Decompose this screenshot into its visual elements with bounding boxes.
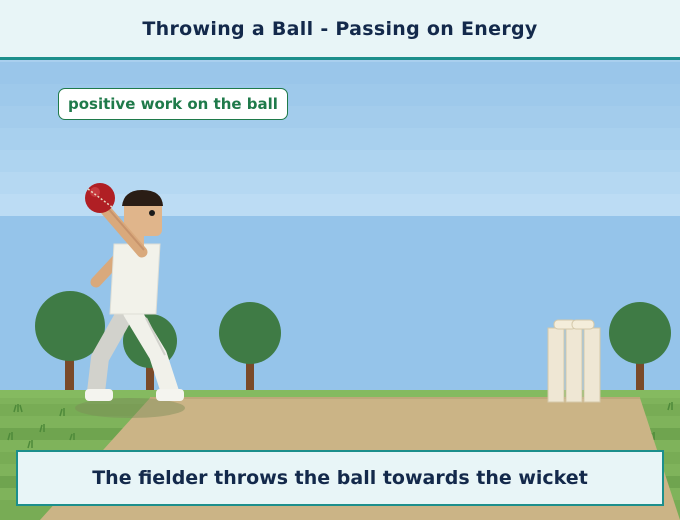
cricket-ball-icon xyxy=(85,183,115,213)
caption-text: The fielder throws the ball towards the … xyxy=(92,467,588,489)
fielder-figure xyxy=(75,190,185,418)
header-banner: Throwing a Ball - Passing on Energy xyxy=(0,0,680,60)
tree-middle xyxy=(219,302,281,393)
tree-left xyxy=(35,291,105,393)
work-label: positive work on the ball xyxy=(58,88,288,120)
tree-right xyxy=(609,302,671,393)
caption-box: The fielder throws the ball towards the … xyxy=(16,450,664,506)
page-title: Throwing a Ball - Passing on Energy xyxy=(142,17,538,40)
wicket-icon xyxy=(547,319,601,403)
sky xyxy=(0,62,680,392)
